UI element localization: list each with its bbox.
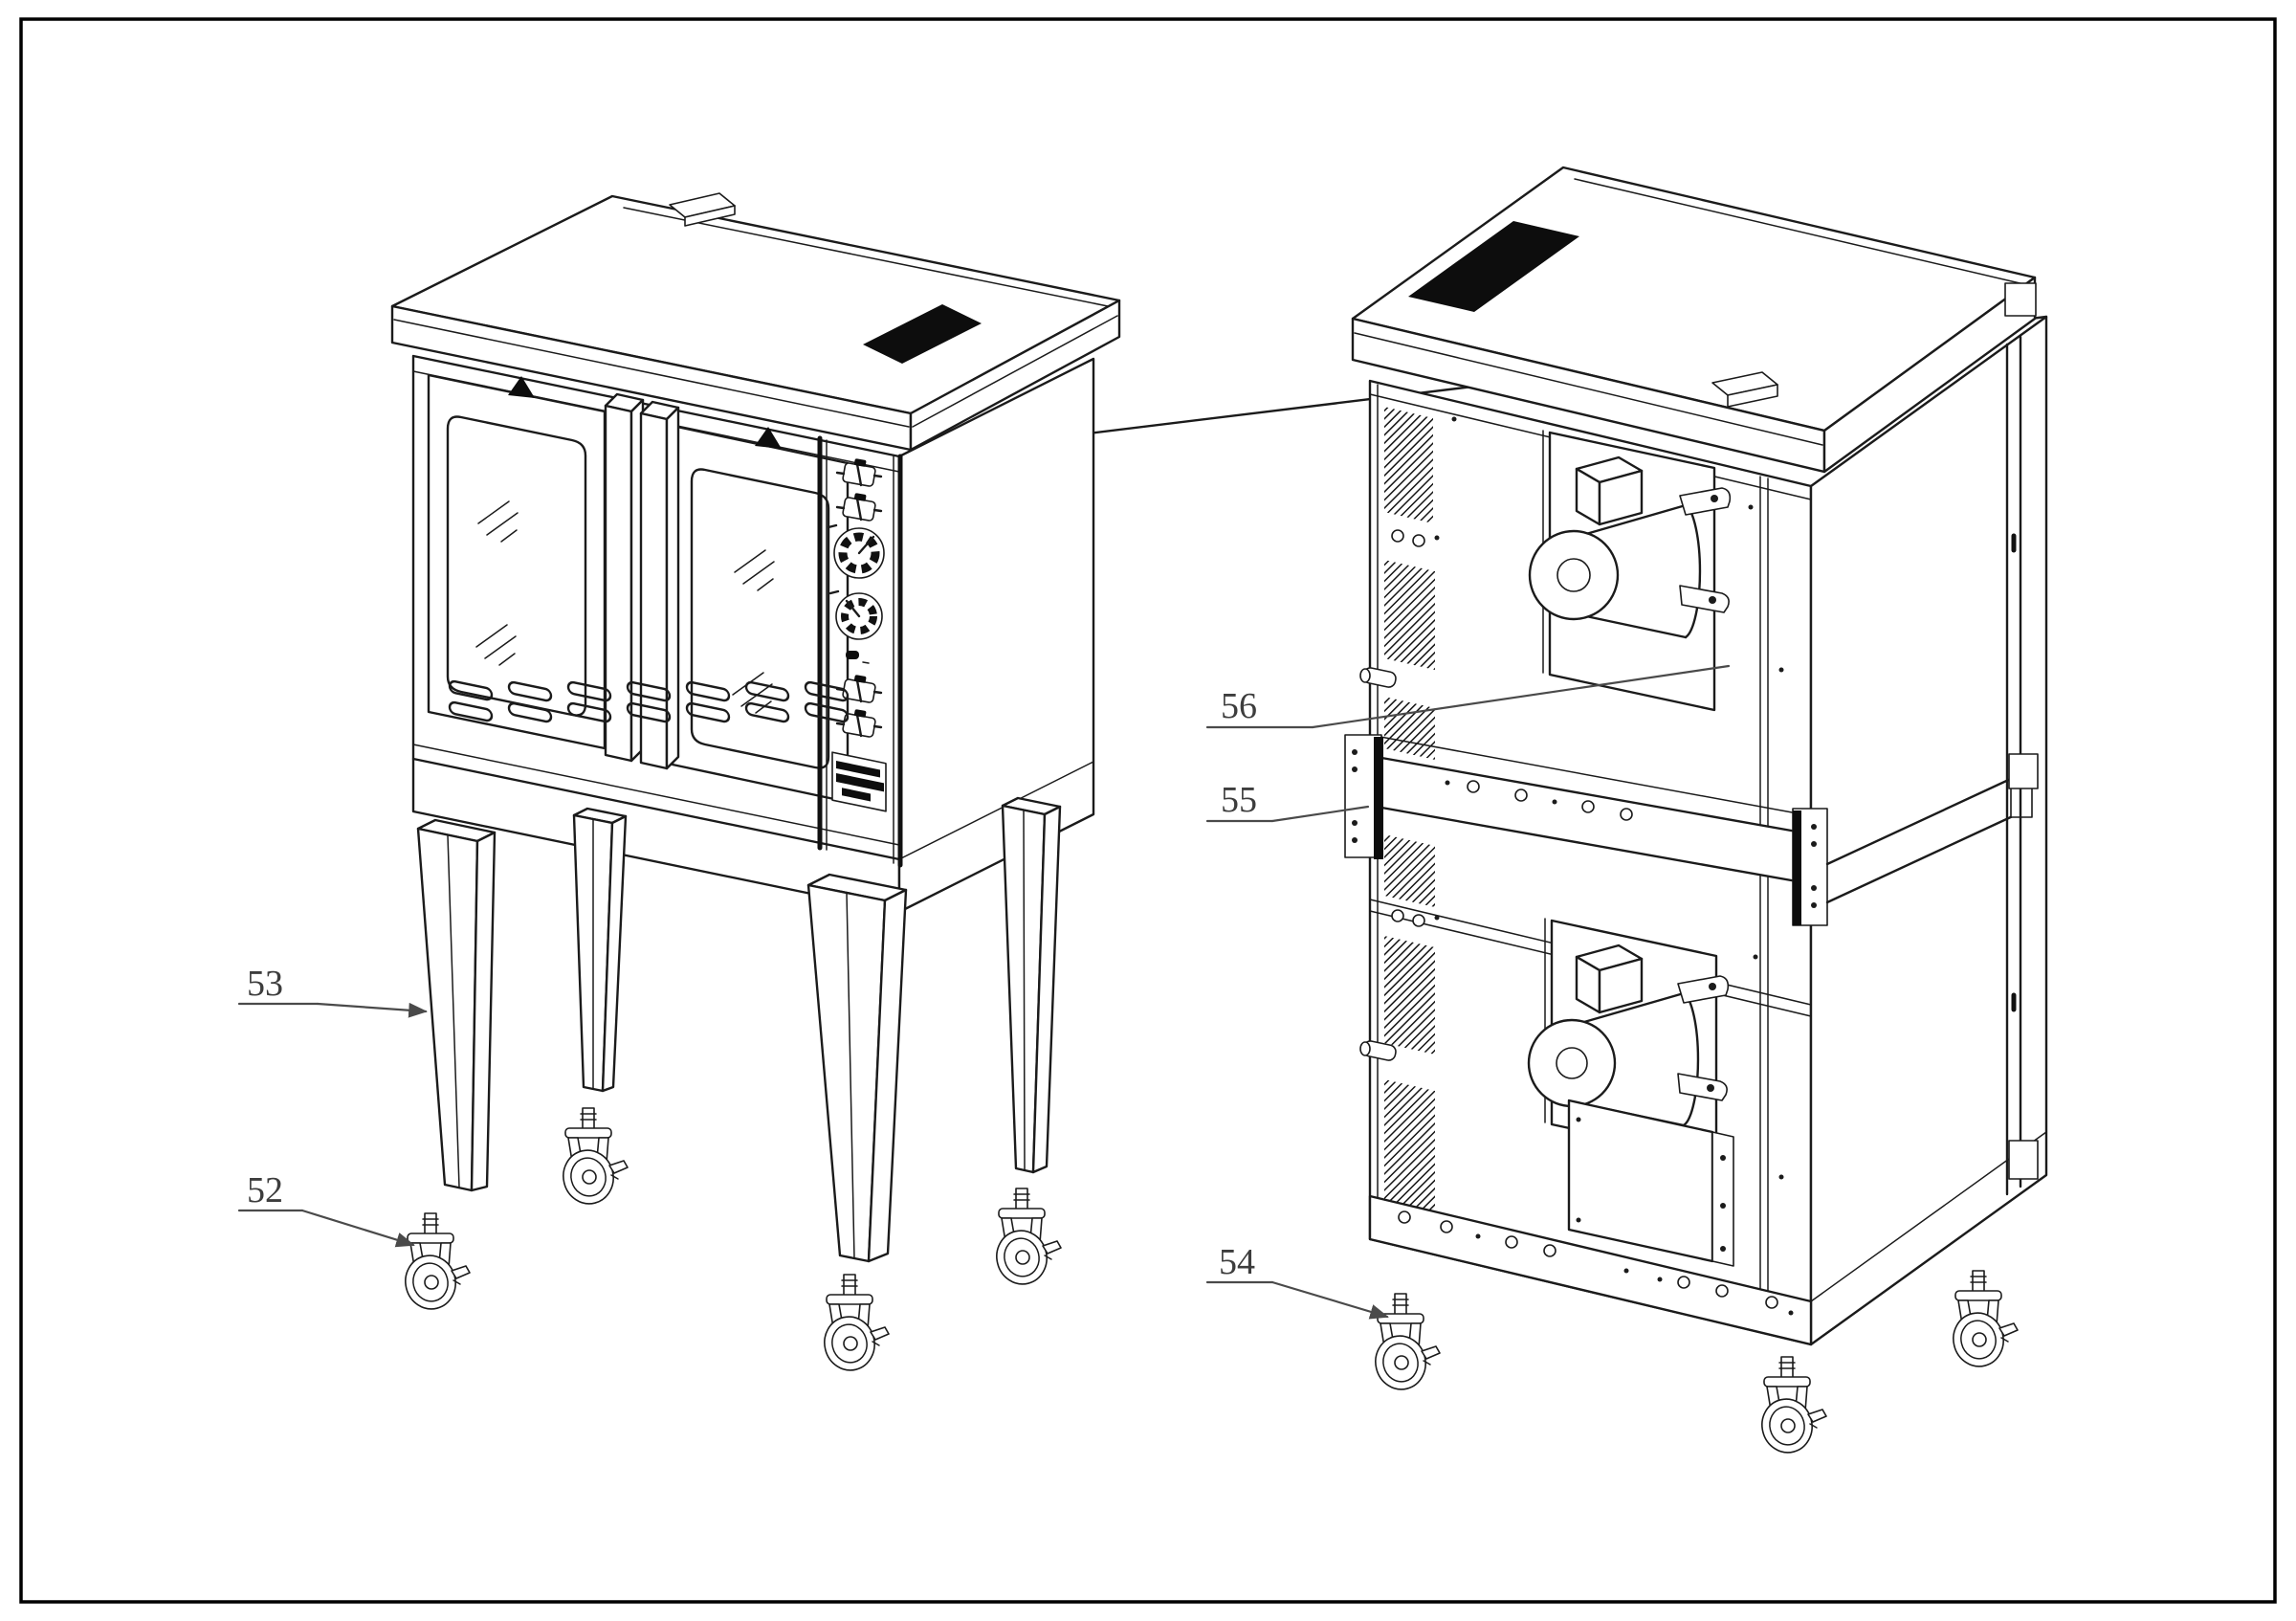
timer-knob [828, 589, 883, 640]
rear-vent-grille [1384, 936, 1435, 1055]
callout-52: 52 [237, 1170, 415, 1248]
oven-top-panel [390, 192, 1121, 452]
glass-shine [475, 500, 519, 666]
motor-assembly [1527, 918, 1730, 1162]
motor-bracket-arm [1677, 975, 1730, 1101]
warning-triangle-icon [755, 427, 782, 449]
rear-vent-grille [1384, 834, 1435, 907]
stacked-top-panel [1351, 166, 2037, 474]
callout-leader-line [316, 1002, 428, 1018]
callout-leader-line [1270, 805, 1370, 823]
connecting-rail [1344, 734, 2033, 1017]
callout-leader-line [1311, 664, 1731, 729]
motor-bracket-arm [1679, 487, 1732, 613]
oven-leg [1001, 796, 1062, 1174]
thermostat-knob [827, 523, 885, 579]
callout-label: 56 [1221, 686, 1257, 726]
control-panel [817, 435, 903, 868]
lower-oven-rear [1359, 834, 1784, 1267]
callout-55: 55 [1205, 780, 1370, 823]
stacked-body [1368, 315, 2048, 1346]
brand-plate [831, 751, 887, 812]
rear-vent-grille [1384, 1079, 1435, 1215]
oven-leg [806, 873, 908, 1263]
callout-leader-line [300, 1209, 415, 1248]
caster-wheel [557, 1107, 629, 1210]
caster-wheel [399, 1212, 471, 1316]
callout-53: 53 [237, 964, 428, 1018]
pipe-fitting [1359, 1040, 1397, 1061]
figure-border [19, 17, 2277, 1604]
caster-wheel [1755, 1356, 1827, 1459]
top-vent-opening [863, 304, 982, 364]
oven-leg [572, 807, 628, 1093]
left-oven-door [427, 373, 607, 750]
upper-oven-rear [1359, 407, 1784, 760]
indicator-light [846, 651, 870, 664]
oven-leg [416, 818, 497, 1192]
connecting-bracket [1344, 734, 1383, 859]
lid-latch [1711, 371, 1778, 408]
rear-vent-grille [1384, 560, 1435, 670]
lid-tab [669, 192, 736, 227]
door-glass-window [446, 415, 587, 717]
callout-label: 53 [247, 964, 283, 1004]
caster-wheel [1369, 1293, 1441, 1396]
caster-wheel [1947, 1270, 2019, 1373]
door-handle-bars [604, 392, 680, 770]
callout-leader-line [1270, 1280, 1389, 1320]
warning-triangle-icon [508, 376, 535, 398]
callout-56: 56 [1205, 664, 1731, 729]
motor-assembly [1528, 430, 1732, 712]
callout-label: 54 [1219, 1242, 1255, 1282]
single-oven-illustration [390, 192, 2048, 1377]
access-panel [1567, 1099, 1734, 1267]
caster-wheel [990, 1188, 1062, 1291]
callout-54: 54 [1205, 1242, 1389, 1320]
bottom-rail [1368, 1194, 1813, 1346]
stacked-oven-illustration [1344, 166, 2048, 1459]
top-vent-opening [1408, 221, 1579, 312]
callout-label: 52 [247, 1170, 283, 1210]
side-channel [2004, 282, 2039, 1196]
door-glass-window [690, 468, 830, 769]
pipe-fitting [1359, 667, 1397, 688]
caster-wheel [818, 1274, 890, 1377]
rear-vent-grille [1384, 407, 1433, 523]
junction-box [1575, 944, 1644, 1014]
callout-label: 55 [1221, 780, 1257, 820]
connecting-bracket [1792, 808, 1828, 926]
junction-box [1575, 455, 1644, 526]
